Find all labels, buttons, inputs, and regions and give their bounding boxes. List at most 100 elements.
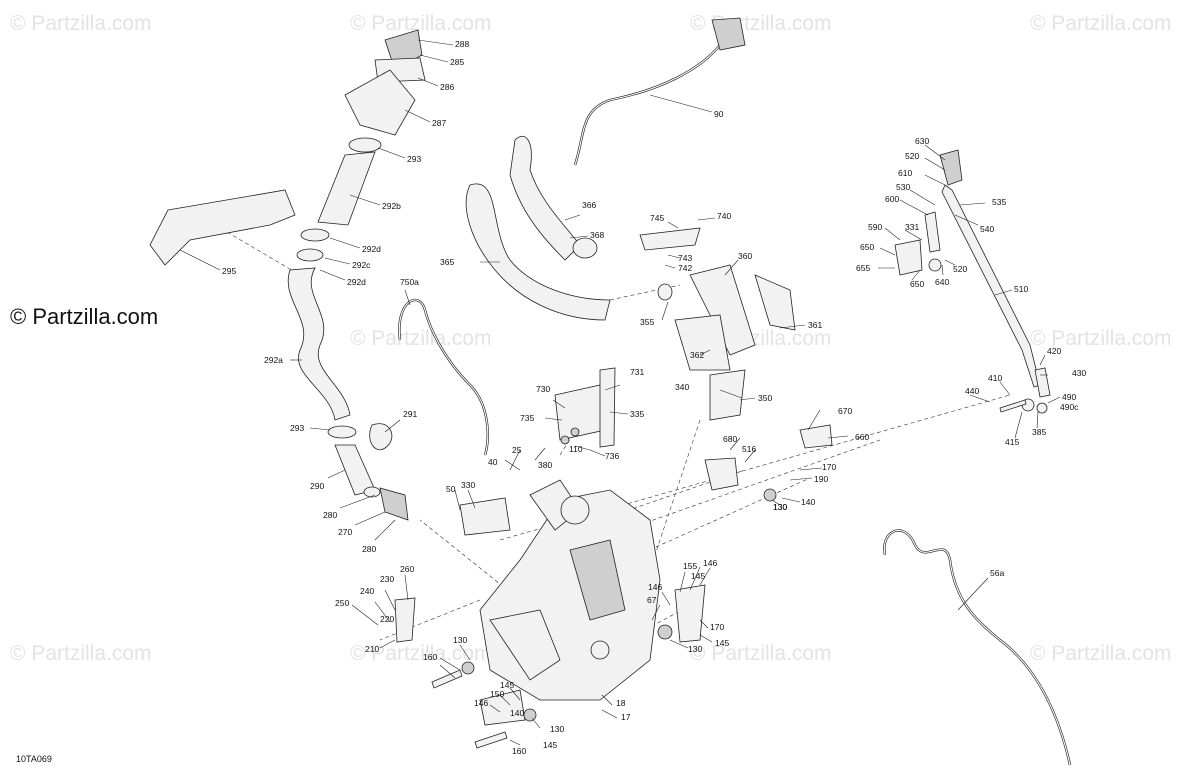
callout-label: 368 [590, 230, 604, 240]
callout-label: 355 [640, 317, 654, 327]
callout-label: 130 [453, 635, 467, 645]
callout-label: 650 [860, 242, 874, 252]
callout-label: 516 [742, 444, 756, 454]
callout-label: 660 [855, 432, 869, 442]
watermark-layer: © Partzilla.com © Partzilla.com © Partzi… [10, 12, 1172, 665]
brand-logo-text: © Partzilla.com [10, 304, 159, 329]
callout-label: 130 [773, 502, 787, 512]
callout-label: 736 [605, 451, 619, 461]
callout-label: 630 [915, 136, 929, 146]
callout-label: 415 [1005, 437, 1019, 447]
callout-label: 385 [1032, 427, 1046, 437]
callout-label: 67 [647, 595, 657, 605]
callout-label: 270 [338, 527, 352, 537]
callout-label: 600 [885, 194, 899, 204]
callout-label: 340 [675, 382, 689, 392]
callout-label: 40 [488, 457, 498, 467]
callout-label: 90 [714, 109, 724, 119]
callout-label: 742 [678, 263, 692, 273]
callout-label: 730 [536, 384, 550, 394]
callout-label: 25 [512, 445, 522, 455]
callout-label: 293 [407, 154, 421, 164]
callout-label: 260 [400, 564, 414, 574]
callout-label: 18 [616, 698, 626, 708]
engine-block [459, 479, 661, 701]
callout-label: 535 [992, 197, 1006, 207]
callout-label: 295 [222, 266, 236, 276]
callout-label: 520 [905, 151, 919, 161]
callout-label: 220 [380, 614, 394, 624]
callout-label: 655 [856, 263, 870, 273]
callout-label: 530 [896, 182, 910, 192]
callout-label: 280 [362, 544, 376, 554]
callout-label: 366 [582, 200, 596, 210]
callout-label: 291 [403, 409, 417, 419]
callout-label: 420 [1047, 346, 1061, 356]
watermark: © Partzilla.com [10, 12, 152, 35]
callout-label: 350 [758, 393, 772, 403]
watermark: © Partzilla.com [690, 642, 832, 665]
callout-label: 410 [988, 373, 1002, 383]
callout-label: 288 [455, 39, 469, 49]
watermark: © Partzilla.com [690, 12, 832, 35]
air-intake-assembly [149, 29, 426, 521]
callout-label: 130 [688, 644, 702, 654]
callout-label: 743 [678, 253, 692, 263]
callout-label: 380 [538, 460, 552, 470]
callout-label: 335 [630, 409, 644, 419]
callout-label: 365 [440, 257, 454, 267]
callout-label: 17 [621, 712, 631, 722]
callout-label: 146 [474, 698, 488, 708]
watermark: © Partzilla.com [10, 642, 152, 665]
callout-label: 440 [965, 386, 979, 396]
callout-label: 510 [1014, 284, 1028, 294]
callout-label: 292d [362, 244, 381, 254]
callout-label: 170 [710, 622, 724, 632]
watermark: © Partzilla.com [350, 327, 492, 350]
callout-label: 750a [400, 277, 419, 287]
callout-label: 490 [1062, 392, 1076, 402]
callout-label: 145 [543, 740, 557, 750]
intake-tubes [465, 135, 701, 321]
callout-label: 250 [335, 598, 349, 608]
airbox-parts [657, 264, 796, 421]
callout-label: 170 [822, 462, 836, 472]
callout-label: 155 [683, 561, 697, 571]
callout-label: 280 [323, 510, 337, 520]
callout-label: 190 [814, 474, 828, 484]
callout-label: 520 [953, 264, 967, 274]
callout-label: 361 [808, 320, 822, 330]
mount-parts [394, 424, 833, 749]
callout-label: 286 [440, 82, 454, 92]
callout-label: 360 [738, 251, 752, 261]
callout-label: 290 [310, 481, 324, 491]
callout-label: 210 [365, 644, 379, 654]
callout-label: 145 [691, 571, 705, 581]
callout-label: 590 [868, 222, 882, 232]
callout-label: 735 [520, 413, 534, 423]
callout-label: 287 [432, 118, 446, 128]
callout-label: 330 [461, 480, 475, 490]
watermark: © Partzilla.com [1030, 327, 1172, 350]
callout-label: 610 [898, 168, 912, 178]
callout-label: 640 [935, 277, 949, 287]
callout-label: 110 [569, 444, 583, 454]
callout-label: 146 [703, 558, 717, 568]
callout-label: 362 [690, 350, 704, 360]
callout-label: 50 [446, 484, 456, 494]
callout-label: 680 [723, 434, 737, 444]
callout-label: 130 [773, 502, 787, 512]
callout-label: 731 [630, 367, 644, 377]
callout-label: 240 [360, 586, 374, 596]
callout-label: 540 [980, 224, 994, 234]
callout-label: 292c [352, 260, 371, 270]
shift-linkage [894, 149, 1051, 414]
callout-label: 293 [290, 423, 304, 433]
callout-label: 745 [650, 213, 664, 223]
callout-label: 430 [1072, 368, 1086, 378]
callout-label: 146 [648, 582, 662, 592]
callout-label: 292d [347, 277, 366, 287]
watermark: © Partzilla.com [1030, 642, 1172, 665]
callout-label: 670 [838, 406, 852, 416]
callout-label: 285 [450, 57, 464, 67]
